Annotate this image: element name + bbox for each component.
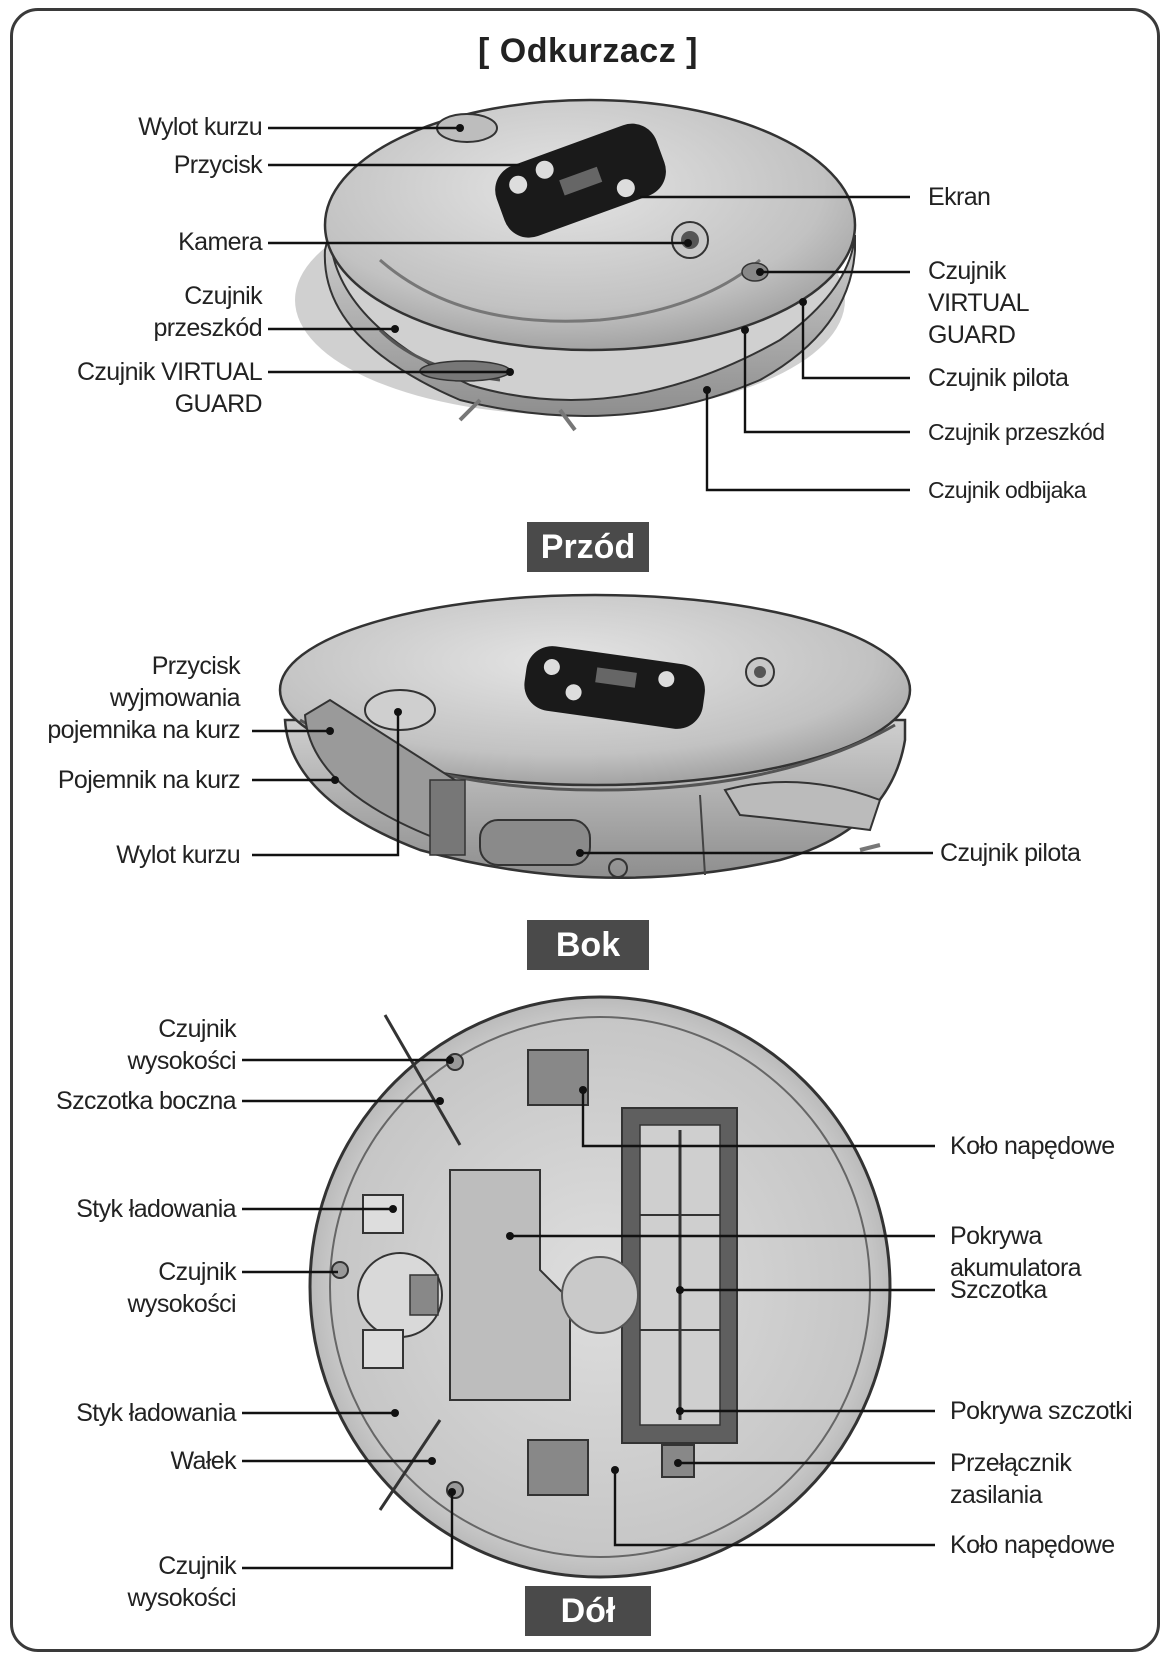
front-view-robot [295,98,857,432]
label-front-remote-sensor: Czujnik pilota [928,364,1069,392]
label-side-dustbin: Pojemnik na kurz [57,766,241,794]
label-bottom-power-switch: Przełącznik zasilania [950,1449,1072,1509]
label-bottom-cliff-sensor-2: Czujnik wysokości [127,1258,236,1318]
side-leader-lines [252,708,933,857]
label-bottom-charging-contact-1: Styk ładowania [76,1195,236,1223]
label-bottom-roller: Wałek [170,1447,236,1475]
section-tag-bottom: Dół [525,1586,651,1636]
label-bottom-battery-cover: Pokrywa akumulatora [950,1222,1082,1282]
label-bottom-drive-wheel-2: Koło napędowe [950,1531,1115,1559]
label-bottom-drive-wheel-1: Koło napędowe [950,1132,1115,1160]
section-tag-side: Bok [527,920,649,970]
label-side-remote-sensor: Czujnik pilota [940,839,1081,867]
label-front-virtual-guard-right: Czujnik VIRTUAL GUARD [928,257,1030,349]
section-tag-front: Przód [527,522,649,572]
diagram-title: [ Odkurzacz ] [478,32,698,70]
label-front-dust-outlet: Wylot kurzu [138,113,262,141]
label-front-camera: Kamera [178,228,263,256]
side-view-robot [278,593,912,880]
label-bottom-side-brush: Szczotka boczna [56,1087,237,1115]
label-bottom-cliff-sensor-1: Czujnik wysokości [127,1015,236,1075]
label-side-dust-outlet: Wylot kurzu [116,841,240,869]
label-front-obstacle-sensor-left: Czujnik przeszkód [153,282,262,342]
label-bottom-charging-contact-2: Styk ładowania [76,1399,236,1427]
front-leader-lines [268,124,910,492]
bottom-view-robot [308,995,892,1579]
label-bottom-brush-cover: Pokrywa szczotki [950,1397,1133,1425]
label-front-screen: Ekran [928,183,991,211]
label-front-button: Przycisk [173,151,263,179]
label-front-bumper-sensor: Czujnik odbijaka [928,477,1086,503]
label-bottom-brush: Szczotka [950,1276,1047,1304]
label-bottom-cliff-sensor-3: Czujnik wysokości [127,1552,236,1612]
label-side-dustbin-release: Przycisk wyjmowania pojemnika na kurz [47,652,240,744]
label-front-virtual-guard-left: Czujnik VIRTUAL GUARD [76,358,263,418]
label-front-obstacle-sensor-right: Czujnik przeszkód [928,419,1105,445]
bottom-leader-lines [242,1056,935,1570]
diagram-frame [10,8,1160,1652]
